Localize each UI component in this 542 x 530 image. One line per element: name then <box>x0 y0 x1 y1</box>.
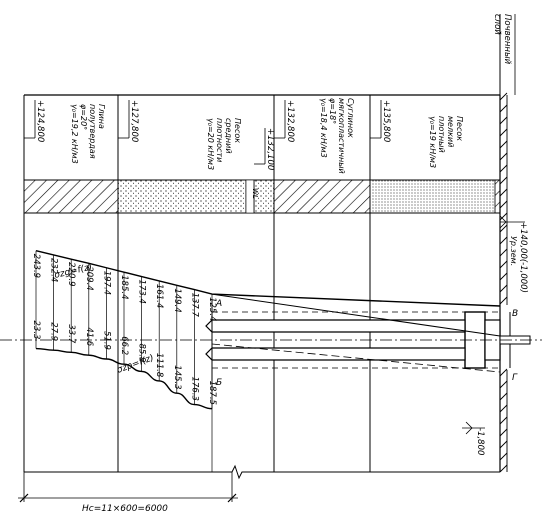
point-v-label: В <box>512 309 518 319</box>
zp-value-label: 41.6 <box>84 327 94 347</box>
zg-value-label: 173.4 <box>137 280 147 304</box>
ground-level-note: Ур.зем. <box>509 236 518 266</box>
depth-dimension <box>18 472 238 503</box>
zg-value-label: 197.4 <box>101 271 111 295</box>
zg-line <box>35 250 501 307</box>
layer-sand-medium: +127,800 Песок средний плотности γ₀=20 к… <box>118 100 242 170</box>
zp-value-label: 145.3 <box>172 365 182 389</box>
header-line-2: слой <box>492 14 502 35</box>
zp-line <box>35 347 213 410</box>
zp-value-label: 85.9 <box>137 343 147 362</box>
zp-value-label: 51.9 <box>101 331 111 350</box>
layer-line: Песок <box>455 116 464 141</box>
zg-value-label: 137.7 <box>189 293 199 318</box>
layer-line: плотности <box>215 118 224 162</box>
bottom-elevation-mark: -1,800 <box>462 421 485 455</box>
layer-line: φ=18° <box>328 98 337 124</box>
layer-line: γ₀=19 кН/м3 <box>428 116 437 168</box>
layer-line: γ₀=19,2 кН/м3 <box>70 104 79 164</box>
layer-line: Глина <box>97 104 106 129</box>
zg-value-label: 209.4 <box>84 266 94 290</box>
layer-line: мягкопластичный <box>337 98 346 174</box>
groundwater-symbol: WL <box>251 188 259 199</box>
zg-value-label: 125.4 <box>207 297 217 321</box>
layer-line: плотный <box>437 116 446 153</box>
layer-elevation: +127,800 <box>129 100 139 142</box>
zp-value-label: 66.2 <box>119 336 129 355</box>
groundwater-elevation: +132,100 <box>265 128 275 170</box>
layer-sand-medium-dense: +135,800 Песок мелкий плотный γ₀=19 кН/м… <box>370 100 464 168</box>
zp-value-label: 176.3 <box>189 377 199 401</box>
foundation <box>205 311 531 369</box>
layer-loam: +132,800 Суглинок мягкопластичный φ=18° … <box>274 98 355 174</box>
ground-level-elevation: +140,00(-1,000) <box>518 222 528 293</box>
layer-elevation: +124,800 <box>35 100 45 142</box>
zg-value-label: 149.4 <box>172 288 182 312</box>
zp-value-label: 187.5 <box>207 381 217 405</box>
header-line-1: Почвенный <box>502 14 512 65</box>
zg-value-label: 161.4 <box>154 284 164 308</box>
bottom-elevation: -1,800 <box>475 428 485 455</box>
ground-surface-hatch <box>499 92 508 473</box>
ground-level-mark: +140,00(-1,000) Ур.зем. <box>499 215 528 293</box>
layer-line: полутвердая <box>88 104 97 159</box>
layer-elevation: +135,800 <box>381 100 391 142</box>
point-g-label: Г <box>512 373 518 383</box>
layer-groundwater: +132,100 <box>254 128 275 170</box>
zp-curve-label: σzp=f(z) <box>116 353 156 376</box>
layer-elevation: +132,800 <box>285 100 295 142</box>
zg-value-label: 232.4 <box>49 258 59 282</box>
break-line <box>24 464 500 480</box>
layer-line: γ₀=20 кН/м3 <box>206 118 215 170</box>
stress-zp-curve: 187.5 176.3 145.3 111.8 85.9 66.2 51.9 41.6 33.7… <box>31 321 501 410</box>
zg-value-label: 185.4 <box>119 275 129 299</box>
point-a-label: А <box>215 299 222 309</box>
stress-zg-curve: 125.4 137.7 149.4 161.4 173.4 185.4 197.4 209.4… <box>31 250 501 340</box>
depth-dimension-label: Hс=11×600=6000 <box>82 504 168 514</box>
layer-line: Суглинок <box>346 98 355 138</box>
layer-line: средний <box>224 118 233 154</box>
layer-line: φ=20° <box>79 104 88 130</box>
soil-layer-column-header: Почвенный слой <box>492 14 516 95</box>
a-to-v-line <box>211 293 501 337</box>
zp-value-label: 33.7 <box>66 324 76 344</box>
layer-line: мелкий <box>446 116 455 147</box>
layer-line: γ₀=18,4 кН/м3 <box>319 98 328 158</box>
lithology-column <box>23 179 501 214</box>
point-b-label: Б <box>216 378 222 388</box>
zp-value-label: 27.9 <box>49 322 59 341</box>
layer-line: Песок <box>233 118 242 143</box>
zp-value-label: 23.3 <box>31 321 41 340</box>
zg-value-label: 243.9 <box>31 254 41 278</box>
b-to-g-line <box>211 343 501 373</box>
zp-value-label: 111.8 <box>154 353 164 378</box>
zg-value-label: 220.9 <box>66 262 76 286</box>
layer-clay-semisolid: +124,800 Глина полутвердая φ=20° γ₀=19,2… <box>24 100 106 164</box>
